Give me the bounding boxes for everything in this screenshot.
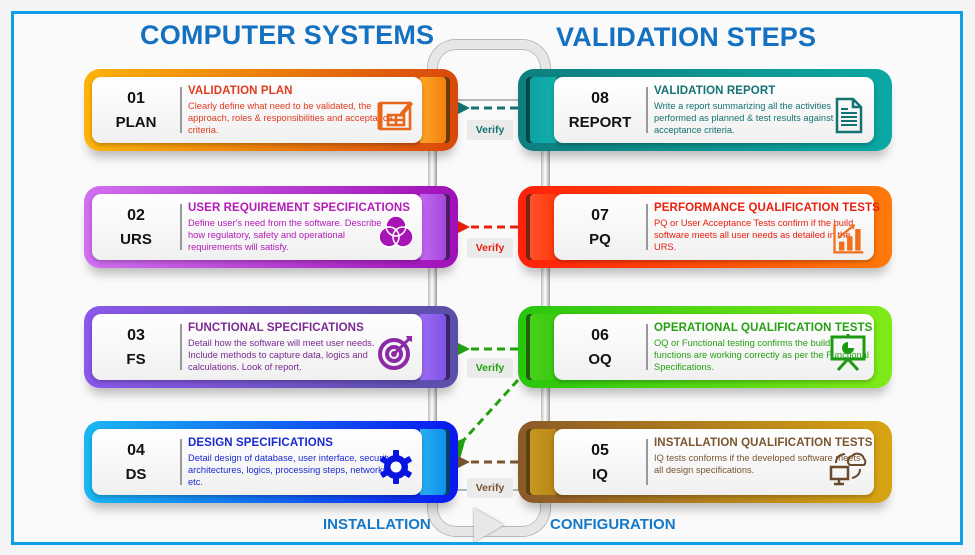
card-body: 01 PLAN VALIDATION PLAN Clearly define w… [92, 77, 422, 143]
step-card-03-fs[interactable]: 03 FS FUNCTIONAL SPECIFICATIONS Detail h… [84, 306, 458, 388]
step-description: Detail design of database, user interfac… [188, 453, 394, 487]
divider [180, 324, 182, 370]
card-body: 02 URS USER REQUIREMENT SPECIFICATIONS D… [92, 194, 422, 260]
card-body: 06 OQ OPERATIONAL QUALIFICATION TESTS OQ… [554, 314, 874, 380]
step-card-08-report[interactable]: 08 REPORT VALIDATION REPORT Write a repo… [518, 69, 892, 151]
pipe-left [428, 95, 437, 495]
step-card-02-urs[interactable]: 02 URS USER REQUIREMENT SPECIFICATIONS D… [84, 186, 458, 268]
step-code: PQ [589, 230, 611, 248]
card-tab [526, 77, 556, 143]
step-title: DESIGN SPECIFICATIONS [188, 437, 334, 449]
step-code: PLAN [115, 113, 157, 131]
blueprint-pencil-icon [376, 95, 416, 135]
step-card-07-pq[interactable]: 07 PQ PERFORMANCE QUALIFICATION TESTS PQ… [518, 186, 892, 268]
step-number: 03 [127, 326, 145, 344]
step-title: FUNCTIONAL SPECIFICATIONS [188, 322, 364, 334]
step-number-block: 06 OQ [554, 314, 646, 380]
step-title: USER REQUIREMENT SPECIFICATIONS [188, 202, 411, 214]
venn-diagram-icon [376, 212, 416, 252]
step-number-block: 02 URS [92, 194, 180, 260]
card-tab [526, 429, 556, 495]
step-card-01-plan[interactable]: 01 PLAN VALIDATION PLAN Clearly define w… [84, 69, 458, 151]
divider [646, 439, 648, 485]
divider [646, 324, 648, 370]
step-number-block: 07 PQ [554, 194, 646, 260]
card-tab [420, 77, 450, 143]
step-number: 05 [591, 441, 609, 459]
step-code: FS [126, 350, 146, 368]
step-description: IQ tests conforms if the developed softw… [654, 453, 861, 475]
step-number: 01 [127, 89, 145, 107]
step-number: 04 [127, 441, 145, 459]
card-tab [526, 314, 556, 380]
card-tab [420, 429, 450, 495]
label-configuration: CONFIGURATION [550, 516, 676, 533]
card-body: 03 FS FUNCTIONAL SPECIFICATIONS Detail h… [92, 314, 422, 380]
card-body: 05 IQ INSTALLATION QUALIFICATION TESTS I… [554, 429, 874, 495]
divider [180, 204, 182, 250]
card-tab [526, 194, 556, 260]
presentation-board-icon [828, 332, 868, 372]
step-title: VALIDATION REPORT [654, 85, 776, 97]
divider [180, 439, 182, 485]
step-card-05-iq[interactable]: 05 IQ INSTALLATION QUALIFICATION TESTS I… [518, 421, 892, 503]
play-arrow-icon [474, 508, 504, 542]
step-number: 07 [591, 206, 609, 224]
step-description: PQ or User Acceptance Tests confirm if t… [654, 218, 854, 252]
step-number: 06 [591, 326, 609, 344]
step-code: IQ [592, 465, 608, 483]
step-card-04-ds[interactable]: 04 DS DESIGN SPECIFICATIONS Detail desig… [84, 421, 458, 503]
step-title: INSTALLATION QUALIFICATION TESTS [654, 437, 873, 449]
step-card-06-oq[interactable]: 06 OQ OPERATIONAL QUALIFICATION TESTS OQ… [518, 306, 892, 388]
verify-label-plan: Verify [467, 120, 513, 140]
step-number-block: 01 PLAN [92, 77, 180, 143]
verify-label-fs: Verify [467, 358, 513, 378]
cloud-computer-sync-icon [828, 447, 868, 487]
verify-label-urs: Verify [467, 238, 513, 258]
card-tab [420, 194, 450, 260]
step-title: PERFORMANCE QUALIFICATION TESTS [654, 202, 880, 214]
step-description: Define user's need from the software. De… [188, 218, 382, 252]
step-description: Write a report summarizing all the activ… [654, 101, 834, 135]
step-code: OQ [588, 350, 612, 368]
card-body: 08 REPORT VALIDATION REPORT Write a repo… [554, 77, 874, 143]
divider [646, 204, 648, 250]
pipe-right [541, 95, 550, 495]
step-description: Detail how the software will meet user n… [188, 338, 375, 372]
step-number-block: 05 IQ [554, 429, 646, 495]
step-code: URS [120, 230, 152, 248]
label-installation: INSTALLATION [323, 516, 431, 533]
step-number-block: 08 REPORT [554, 77, 646, 143]
target-arrow-icon [376, 332, 416, 372]
heading-computer-systems: COMPUTER SYSTEMS [140, 20, 435, 50]
divider [646, 87, 648, 133]
step-title: VALIDATION PLAN [188, 85, 293, 97]
step-description: OQ or Functional testing confirms the bu… [654, 338, 869, 372]
gear-icon [376, 447, 416, 487]
card-tab [420, 314, 450, 380]
step-number: 02 [127, 206, 145, 224]
card-body: 07 PQ PERFORMANCE QUALIFICATION TESTS PQ… [554, 194, 880, 260]
step-code: DS [125, 465, 147, 483]
step-number-block: 04 DS [92, 429, 180, 495]
step-number-block: 03 FS [92, 314, 180, 380]
divider [180, 87, 182, 133]
verify-label-ds: Verify [467, 478, 513, 498]
card-body: 04 DS DESIGN SPECIFICATIONS Detail desig… [92, 429, 422, 495]
step-number: 08 [591, 89, 609, 107]
bar-chart-growth-icon [828, 220, 868, 260]
step-title: OPERATIONAL QUALIFICATION TESTS [654, 322, 873, 334]
step-code: REPORT [568, 113, 632, 131]
step-description: Clearly define what need to be validated… [188, 101, 393, 135]
heading-validation-steps: VALIDATION STEPS [556, 22, 817, 52]
document-icon [828, 95, 868, 135]
